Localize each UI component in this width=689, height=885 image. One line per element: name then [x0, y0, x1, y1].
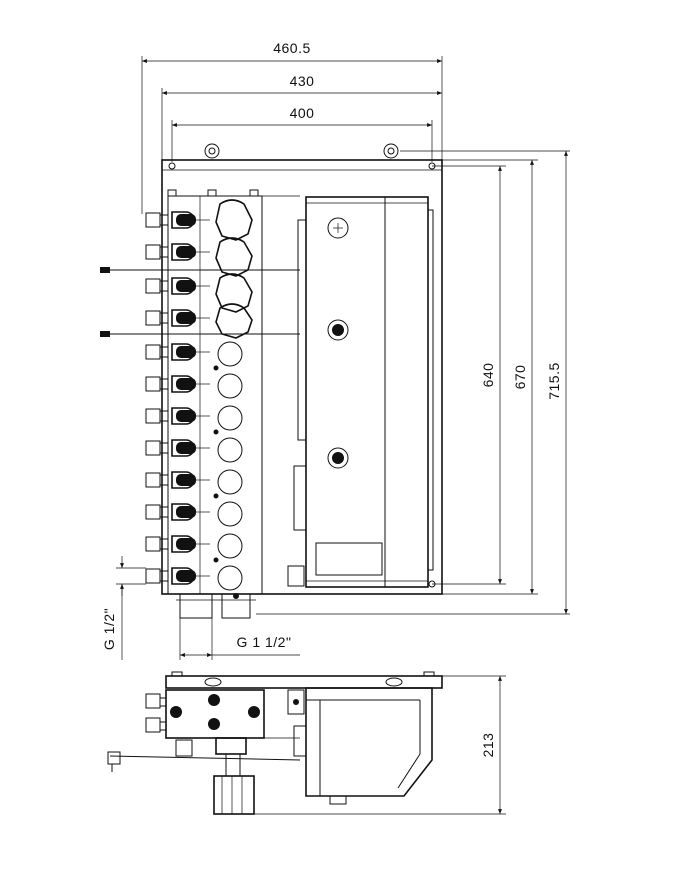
dim-plate-width: 430 — [290, 73, 315, 89]
valve-column — [213, 341, 243, 591]
nameplate — [315, 542, 383, 576]
fitting-row — [145, 211, 210, 585]
pipe-fitting — [145, 471, 210, 489]
dim-side-connection: G 1/2" — [101, 608, 117, 650]
dim-overall-width: 460.5 — [273, 40, 311, 56]
pipe-fitting — [145, 439, 210, 457]
dim-hole-spacing-vertical: 640 — [480, 363, 496, 388]
pipe-fitting — [145, 503, 210, 521]
cable-gland — [327, 217, 349, 239]
main-connection — [176, 593, 256, 619]
mounting-hole — [168, 162, 176, 170]
pipe-fitting — [145, 343, 210, 361]
cable-gland — [327, 447, 349, 469]
side-view — [107, 671, 443, 815]
cable-gland — [327, 319, 349, 341]
mounting-plate — [161, 159, 443, 595]
pipe-fitting — [145, 375, 210, 393]
dim-plate-height: 670 — [512, 365, 528, 390]
dim-hole-spacing: 400 — [290, 105, 315, 121]
front-view — [100, 143, 443, 619]
pipe-fitting — [145, 567, 210, 585]
dim-depth: 213 — [480, 733, 496, 758]
dim-main-connection: G 1 1/2" — [237, 634, 292, 650]
pump-motor — [213, 775, 255, 815]
dimension-lines — [116, 56, 570, 815]
pipe-fitting — [145, 211, 210, 229]
distribution-manifold — [100, 189, 300, 595]
pipe-fitting — [145, 309, 210, 327]
pipe-fitting — [145, 277, 210, 295]
pipe-fitting — [145, 243, 210, 261]
lifting-eye — [204, 143, 220, 161]
control-box-side — [305, 687, 433, 797]
pipe-fitting — [145, 535, 210, 553]
lifting-eye — [383, 143, 399, 161]
dim-overall-height: 715.5 — [546, 362, 562, 400]
pipe-fitting — [145, 407, 210, 425]
control-box — [287, 196, 434, 588]
pump-head — [215, 199, 253, 339]
